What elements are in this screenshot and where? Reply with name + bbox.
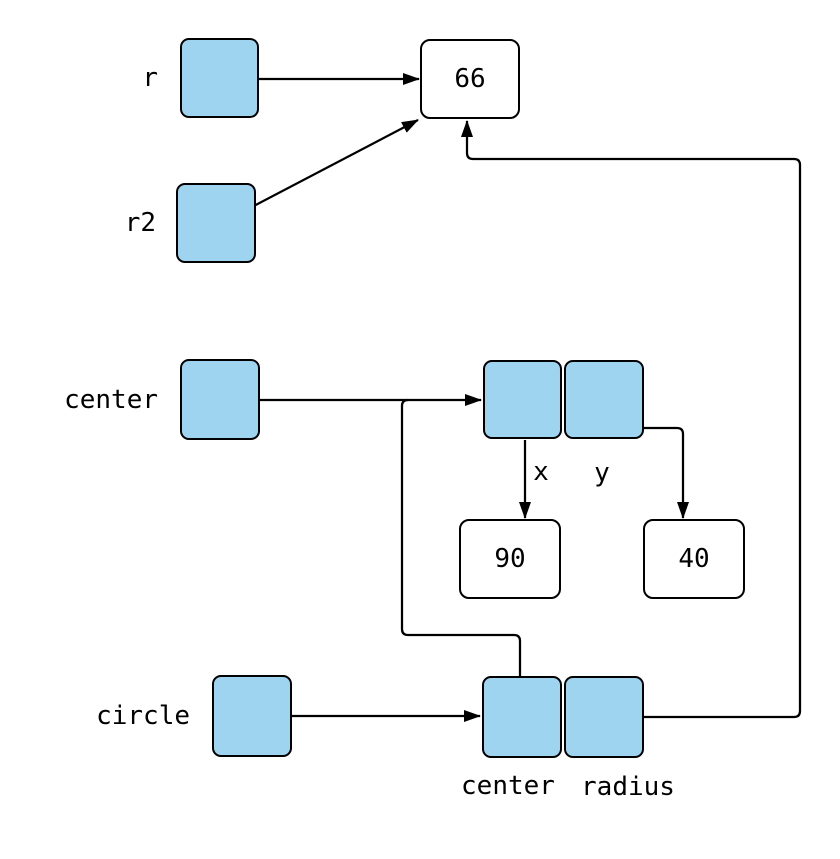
- variable-cell-circle: [212, 675, 292, 757]
- label-variable-center: center: [64, 385, 158, 415]
- circle-object-center-field-cell: [482, 676, 562, 758]
- value-66: 66: [454, 64, 486, 94]
- label-variable-circle: circle: [96, 701, 190, 731]
- variable-cell-center: [180, 359, 260, 440]
- variable-cell-r: [180, 38, 259, 118]
- point-object-y-field-cell: [564, 360, 644, 439]
- point-object-x-field-cell: [483, 360, 562, 439]
- arrow-radius-to-66: [461, 120, 802, 719]
- label-field-radius: radius: [581, 772, 675, 802]
- label-field-center: center: [461, 771, 555, 801]
- label-field-y: y: [594, 458, 610, 488]
- arrow-r2-to-66: [226, 119, 419, 221]
- label-variable-r: r: [142, 63, 158, 93]
- variable-cell-r2: [176, 183, 256, 263]
- label-field-x: x: [533, 457, 549, 487]
- value-box-40: 40: [643, 519, 745, 599]
- label-variable-r2: r2: [124, 208, 156, 238]
- value-box-90: 90: [459, 519, 561, 599]
- arrow-y-to-40: [644, 426, 689, 519]
- value-box-66: 66: [420, 39, 520, 119]
- circle-object-radius-field-cell: [564, 676, 644, 758]
- value-40: 40: [678, 544, 710, 574]
- line-circle-center-field-to-point-object: [400, 398, 522, 676]
- value-90: 90: [494, 544, 526, 574]
